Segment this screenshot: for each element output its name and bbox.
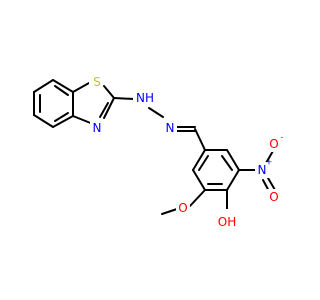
atom-Omethoxy: O — [176, 200, 190, 216]
atom-Nnitro: N + — [255, 158, 273, 178]
bond — [194, 128, 206, 151]
bond — [226, 169, 240, 191]
atom-label-bg — [90, 120, 104, 136]
bond — [265, 150, 274, 164]
bond — [267, 177, 276, 191]
atom-label-methoxy-oxygen: O — [178, 201, 187, 215]
bond — [192, 169, 206, 191]
atom-Ominus: O - — [267, 133, 284, 152]
atom-label-hydroxyl: OH — [218, 215, 236, 229]
structure-diagram: S N NH N N + O - O O OH — [33, 74, 284, 235]
bond — [198, 155, 209, 171]
bond — [103, 97, 115, 119]
thiazole-ring — [72, 82, 115, 125]
bond — [54, 85, 69, 96]
atom-NH: NH — [133, 90, 157, 106]
bond — [99, 102, 109, 118]
bond — [192, 149, 206, 171]
benzene-ring-substituted — [192, 149, 240, 191]
bond — [103, 85, 115, 99]
bond — [226, 149, 240, 171]
bond — [54, 112, 69, 122]
atom-label-bg — [215, 209, 239, 235]
atom-label-imine-nitrogen: N — [166, 121, 175, 135]
atom-label-nitro-oxygen-anion: O — [269, 137, 278, 151]
atom-label-bg — [267, 136, 281, 152]
atom-label-bg — [163, 120, 177, 136]
bond — [221, 155, 233, 171]
bond — [52, 79, 74, 93]
atom-N3: N — [163, 120, 177, 136]
atom-label-bg — [255, 162, 269, 178]
atom-label-nh: NH — [136, 91, 154, 105]
bond — [72, 82, 90, 93]
atom-N1: N — [90, 120, 104, 136]
atom-OH: OH — [215, 209, 239, 235]
atom-label-bg — [89, 74, 103, 90]
atom-label-thiazole-nitrogen: N — [93, 121, 102, 135]
bond — [161, 208, 178, 215]
bond — [189, 189, 206, 207]
bond — [52, 115, 74, 128]
charge-minus: - — [281, 133, 284, 142]
hydroxy-methoxy-groups — [161, 189, 228, 215]
atom-label-sulfur: S — [93, 75, 101, 89]
atom-label-bg — [267, 189, 281, 205]
bond — [33, 79, 54, 93]
bond — [148, 107, 164, 118]
bond — [72, 115, 94, 125]
bond — [33, 114, 54, 128]
atom-label-bg — [133, 90, 157, 106]
atom-S1: S — [89, 74, 103, 90]
atom-label-bg — [176, 200, 190, 216]
charge-plus: + — [266, 158, 273, 167]
bond — [113, 97, 135, 100]
hydrazone-linker — [113, 97, 206, 151]
atom-label-nitro-nitrogen: N — [258, 163, 267, 177]
benzene-ring-fused — [33, 79, 74, 128]
molecule-drawing: S N NH N N + O - O O OH — [33, 74, 284, 235]
atom-Onitro2: O — [267, 189, 281, 205]
atom-label-nitro-oxygen: O — [269, 190, 278, 204]
